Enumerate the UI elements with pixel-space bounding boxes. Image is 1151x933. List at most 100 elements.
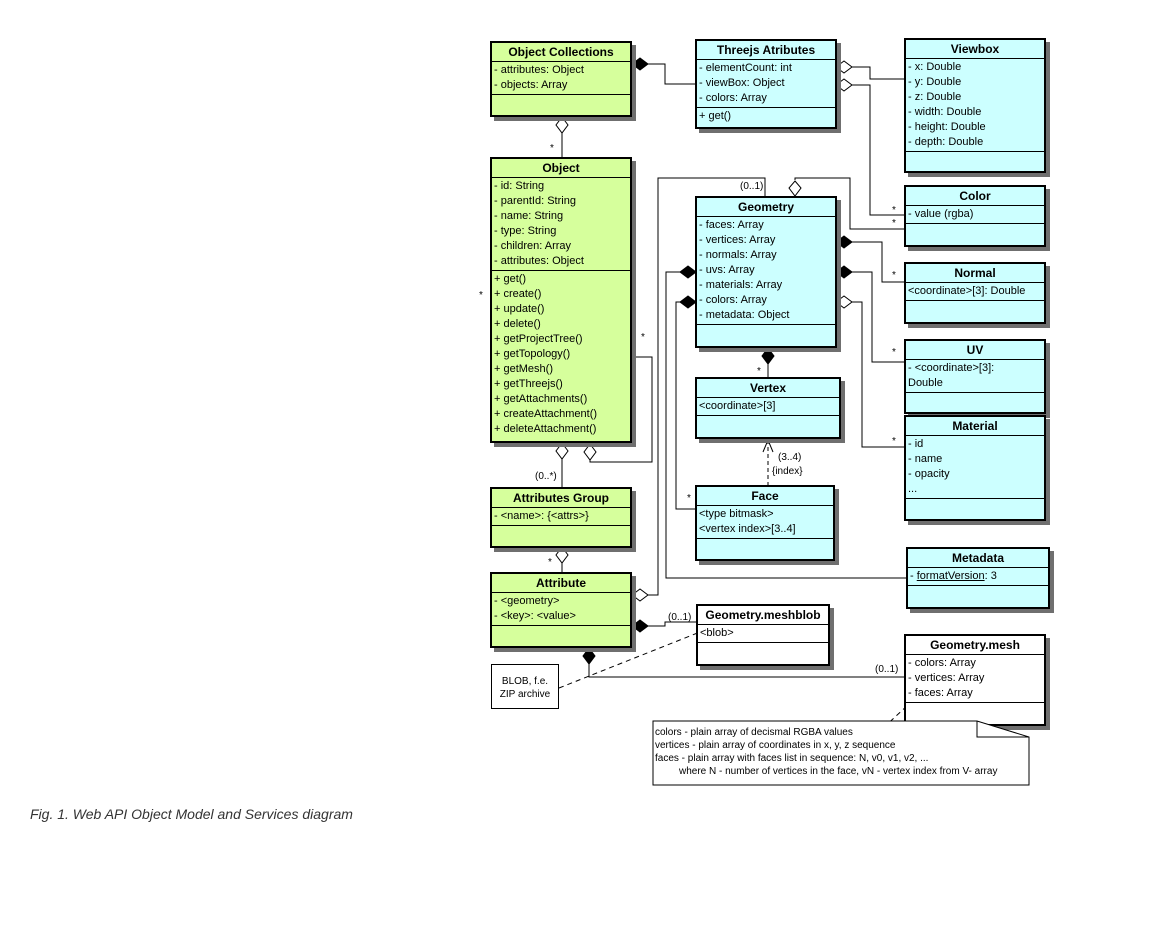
mult-color-2: * <box>892 218 896 229</box>
class-uv: UV - <coordinate>[3]: Double <box>904 339 1046 414</box>
attribute: <coordinate>[3]: Double <box>908 285 1026 297</box>
class-attribute: Attribute - <geometry> - <key>: <value> <box>490 572 632 648</box>
attribute: - elementCount: int <box>699 62 792 74</box>
operation: + get() <box>494 273 527 285</box>
attribute: - faces: Array <box>699 219 764 231</box>
mult-collections-object: * <box>550 143 554 154</box>
attributes-section: - faces: Array - vertices: Array - norma… <box>697 217 835 325</box>
assoc-geometry-color <box>794 177 905 230</box>
attribute: - attributes: Object <box>494 64 584 76</box>
mult-geometry-top: (0..1) <box>740 181 764 192</box>
attribute: - colors: Array <box>699 294 767 306</box>
operations-section <box>697 539 833 541</box>
dep-face-vertex-arrow <box>762 438 774 453</box>
attribute: - depth: Double <box>908 136 984 148</box>
attributes-section: - <name>: {<attrs>} <box>492 508 630 526</box>
class-name: Attribute <box>492 574 630 593</box>
assoc-object-self <box>589 356 653 463</box>
attribute: - z: Double <box>908 91 962 103</box>
operations-section <box>697 325 835 345</box>
operation: + getProjectTree() <box>494 333 583 345</box>
class-geometry-mesh: Geometry.mesh - colors: Array - vertices… <box>904 634 1046 726</box>
operations-section <box>906 301 1044 321</box>
attribute: - <key>: <value> <box>494 610 576 622</box>
class-object: Object - id: String - parentId: String -… <box>490 157 632 443</box>
mult-object-left: * <box>479 290 483 301</box>
note-blob-connector <box>558 631 701 689</box>
class-geometry: Geometry - faces: Array - vertices: Arra… <box>695 196 837 348</box>
note-line: vertices - plain array of coordinates in… <box>655 740 896 751</box>
attribute: - type: String <box>494 225 557 237</box>
operations-section <box>906 224 1044 244</box>
attribute: - value (rgba) <box>908 208 974 220</box>
composite-diamond-geometry-face <box>679 295 697 309</box>
note-mesh-shape <box>652 720 1030 786</box>
operation: + delete() <box>494 318 541 330</box>
attributes-section: - <coordinate>[3]: Double <box>906 360 1044 393</box>
assoc-geometry-material <box>852 301 905 448</box>
class-name: Attributes Group <box>492 489 630 508</box>
attribute: - normals: Array <box>699 249 777 261</box>
class-name: Geometry.mesh <box>906 636 1044 655</box>
operations-section <box>492 526 630 528</box>
attribute: - vertices: Array <box>699 234 776 246</box>
operation: + get() <box>699 110 732 122</box>
class-name: Color <box>906 187 1044 206</box>
attribute: - faces: Array <box>908 687 973 699</box>
attributes-section: - attributes: Object - objects: Array <box>492 62 630 95</box>
operations-section <box>908 586 1048 606</box>
assoc-geometry-metadata <box>665 271 907 579</box>
operation: + getTopology() <box>494 348 571 360</box>
attribute: - id: String <box>494 180 545 192</box>
attribute: - name: String <box>494 210 564 222</box>
operations-section <box>698 643 828 663</box>
figure-caption: Fig. 1. Web API Object Model and Service… <box>30 806 353 822</box>
class-name: Threejs Atributes <box>697 41 835 60</box>
class-name: Face <box>697 487 833 506</box>
mult-material: * <box>892 436 896 447</box>
attribute-value: : 3 <box>984 570 997 582</box>
class-object-collections: Object Collections - attributes: Object … <box>490 41 632 117</box>
attributes-section: - id - name - opacity ... <box>906 436 1044 499</box>
mult-object-attrgroup: (0..*) <box>535 471 557 482</box>
attributes-section: - x: Double - y: Double - z: Double - wi… <box>906 59 1044 152</box>
attribute: - viewBox: Object <box>699 77 785 89</box>
class-material: Material - id - name - opacity ... <box>904 415 1046 521</box>
class-name: Vertex <box>697 379 839 398</box>
mult-mesh: (0..1) <box>875 664 899 675</box>
attribute: - colors: Array <box>908 657 976 669</box>
aggregate-diamond-object-attrgroup <box>555 442 569 460</box>
operations-section <box>697 416 839 436</box>
attribute: - colors: Array <box>699 92 767 104</box>
attribute: Double <box>908 377 943 389</box>
attribute: <vertex index>[3..4] <box>699 523 796 535</box>
class-name: Normal <box>906 264 1044 283</box>
class-metadata: Metadata - formatVersion: 3 <box>906 547 1050 609</box>
attribute: ... <box>908 483 918 495</box>
attribute: - uvs: Array <box>699 264 755 276</box>
assoc-attribute-mesh <box>588 662 905 678</box>
class-normal: Normal <coordinate>[3]: Double <box>904 262 1046 324</box>
mult-attrgroup-attribute: * <box>548 557 552 568</box>
note-mesh: colors - plain array of decismal RGBA va… <box>653 726 1029 784</box>
attributes-section: - <geometry> - <key>: <value> <box>492 593 630 626</box>
attributes-section: - value (rgba) <box>906 206 1044 224</box>
class-name: Material <box>906 417 1044 436</box>
attributes-section: <blob> <box>698 625 828 643</box>
attribute: - vertices: Array <box>908 672 985 684</box>
operations-section <box>906 152 1044 154</box>
note-line: faces - plain array with faces list in s… <box>655 753 929 764</box>
composite-diamond-geometry-uv <box>835 265 853 279</box>
attribute: - x: Double <box>908 61 962 73</box>
attribute: - <coordinate>[3]: <box>908 362 995 374</box>
class-name: Viewbox <box>906 40 1044 59</box>
operations-section <box>492 95 630 97</box>
class-name: Geometry <box>697 198 835 217</box>
composite-diamond-attribute-mesh <box>582 647 596 665</box>
operation: + deleteAttachment() <box>494 423 597 435</box>
operation: + update() <box>494 303 545 315</box>
class-vertex: Vertex <coordinate>[3] <box>695 377 841 439</box>
attribute: - name <box>908 453 943 465</box>
class-name: Object <box>492 159 630 178</box>
